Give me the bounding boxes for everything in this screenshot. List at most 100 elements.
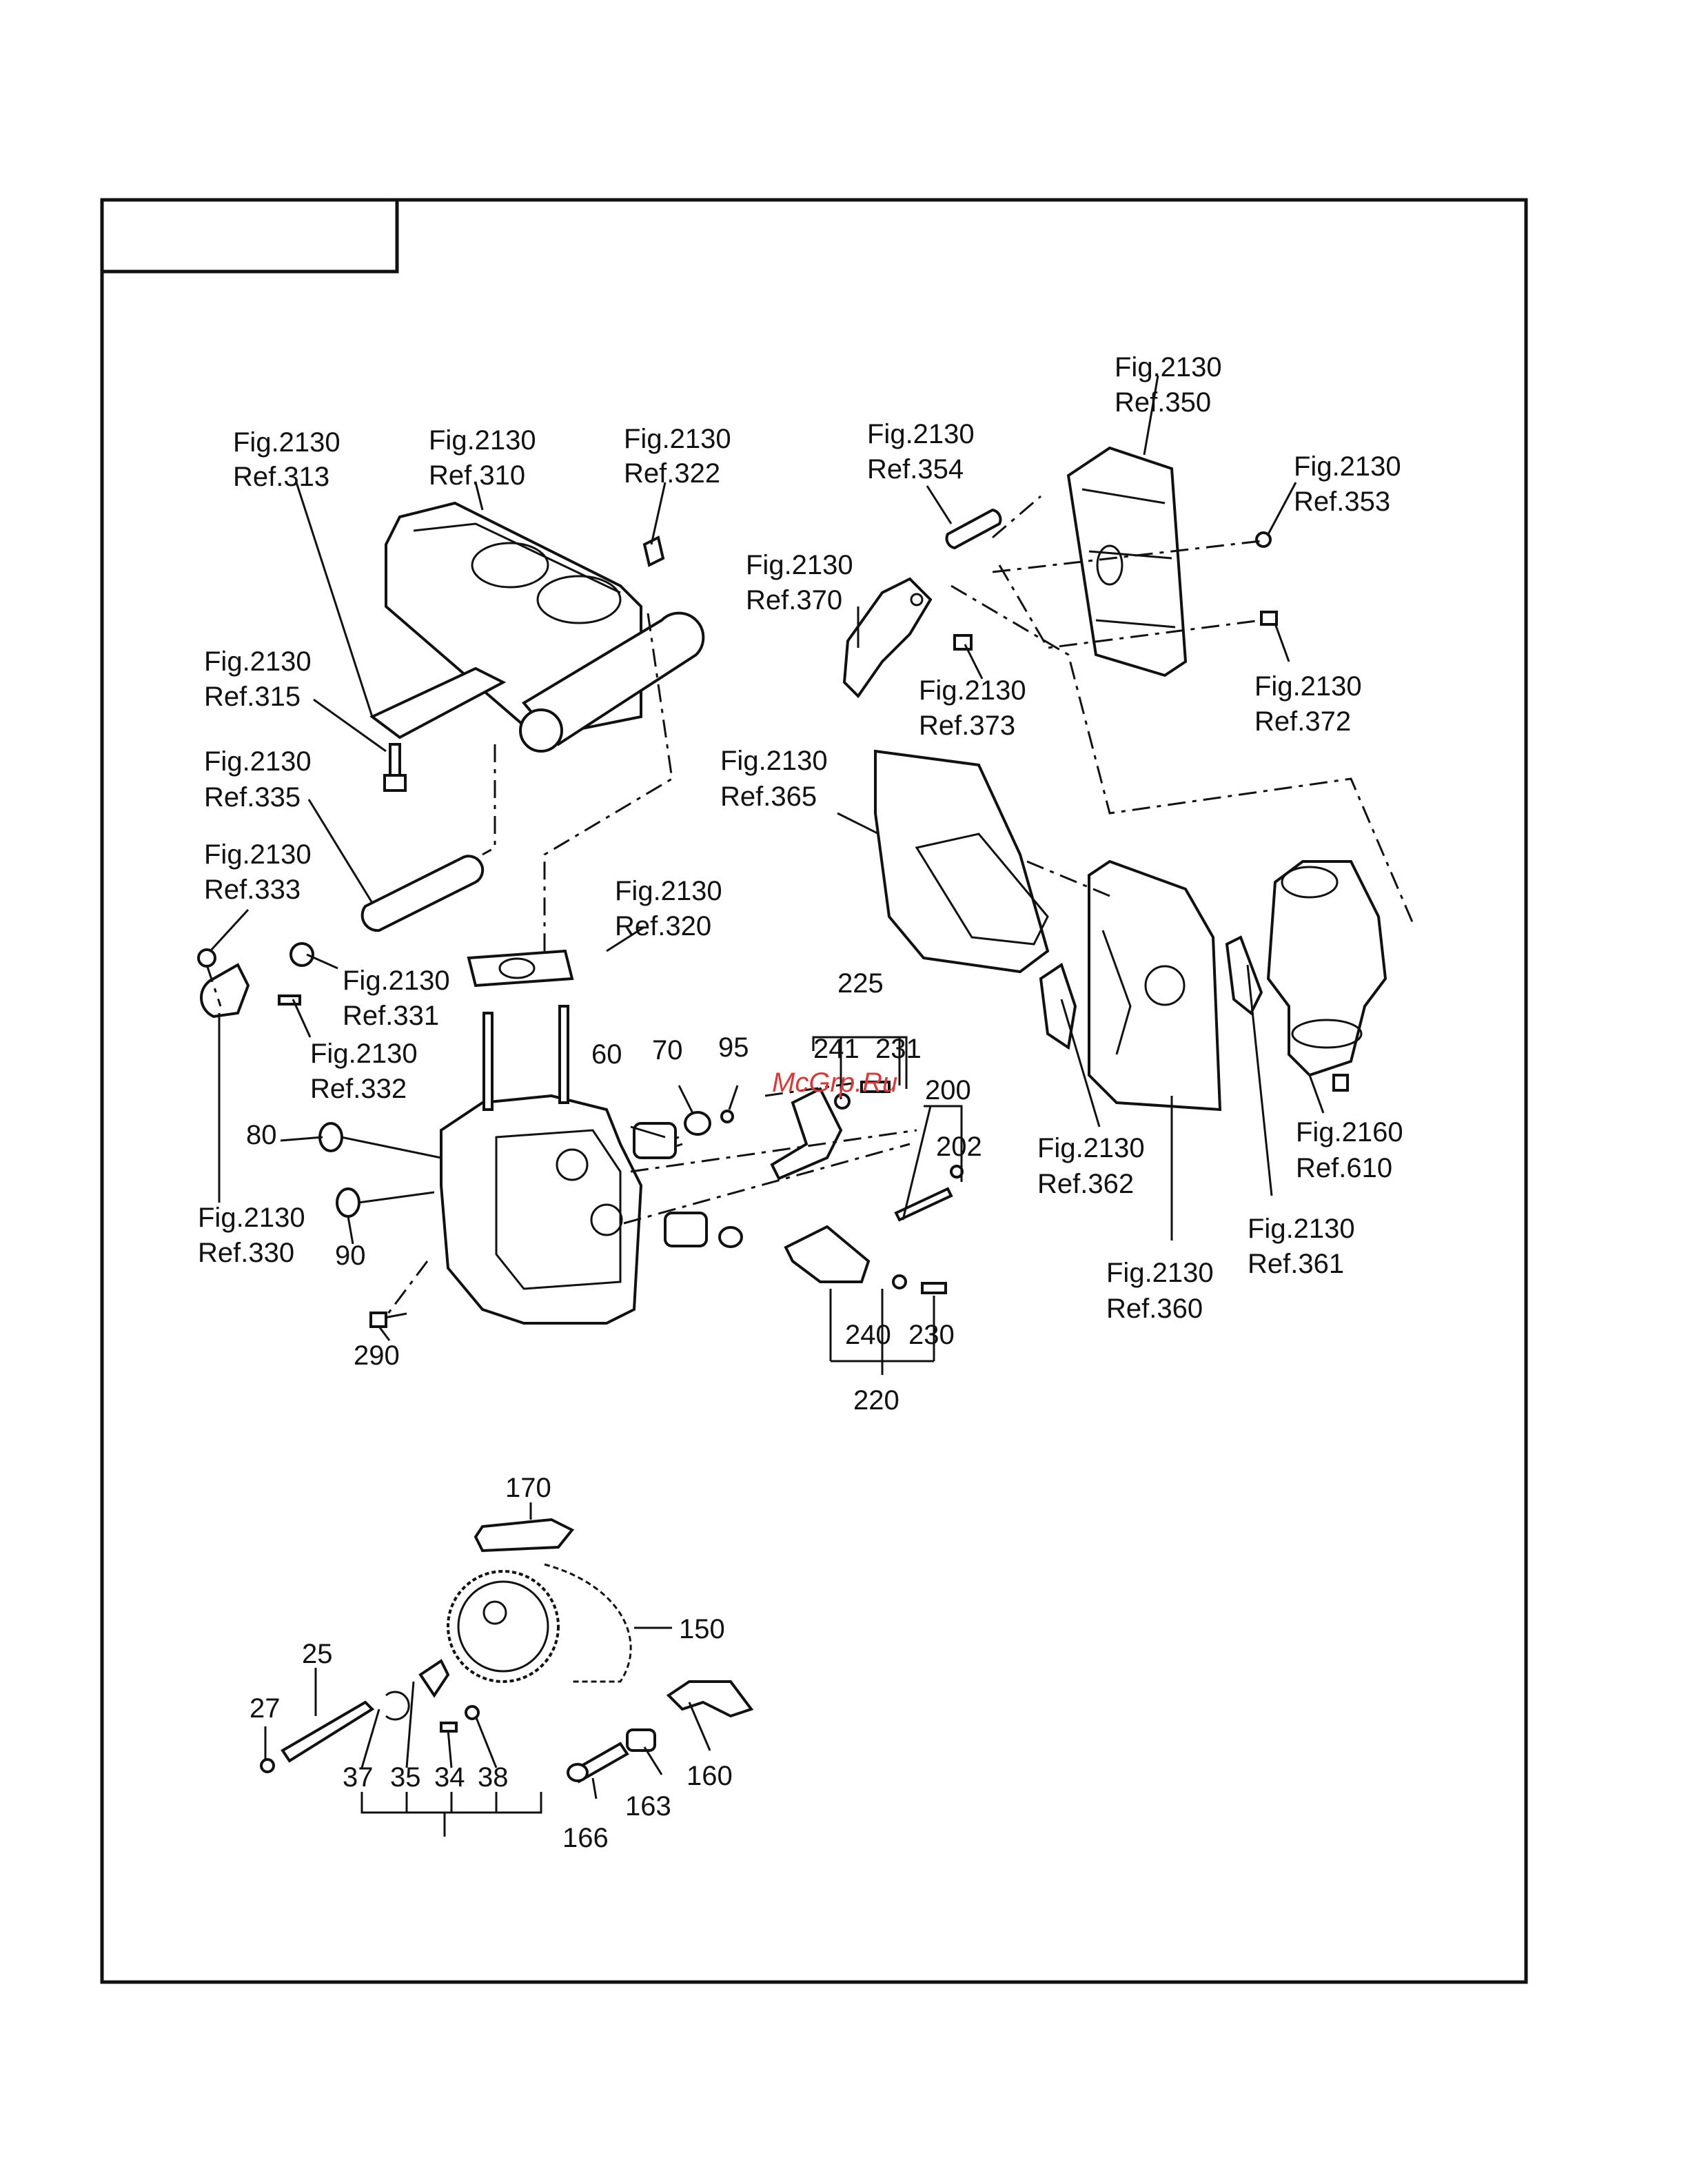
- label-fig-330: Fig.2130: [198, 1203, 305, 1233]
- label-ref-353: Ref.353: [1294, 487, 1390, 517]
- part-160: 160: [687, 1761, 733, 1791]
- part-166: 166: [562, 1823, 609, 1853]
- label-ref-350: Ref.350: [1115, 387, 1211, 418]
- part-241: 241: [813, 1034, 860, 1064]
- part-25: 25: [302, 1639, 333, 1669]
- label-ref-320: Ref.320: [615, 911, 711, 941]
- gear-assembly: [260, 1518, 754, 1784]
- part-95: 95: [718, 1032, 749, 1063]
- part-290: 290: [354, 1340, 400, 1371]
- label-fig-362: Fig.2130: [1037, 1133, 1145, 1163]
- part-80: 80: [246, 1120, 277, 1150]
- part-170: 170: [505, 1473, 551, 1503]
- part-200: 200: [925, 1075, 971, 1105]
- label-ref-370: Ref.370: [746, 585, 842, 615]
- label-ref-610: Ref.610: [1296, 1153, 1392, 1183]
- gear-leader-lines: [264, 1502, 711, 1837]
- part-34: 34: [434, 1762, 465, 1793]
- guide-line-cover-upper: [992, 495, 1262, 649]
- diagram-border: [100, 198, 1528, 1984]
- watermark: McGrp.Ru: [772, 1068, 897, 1098]
- label-fig-372: Fig.2130: [1254, 671, 1362, 702]
- push-rod-200: [894, 1165, 964, 1222]
- leader-lines: [209, 375, 1325, 1375]
- label-ref-331: Ref.331: [343, 1001, 439, 1031]
- label-ref-360: Ref.360: [1106, 1294, 1203, 1324]
- label-fig-360: Fig.2130: [1106, 1258, 1214, 1288]
- gasket-361: [1225, 935, 1263, 1016]
- part-225: 225: [837, 968, 884, 999]
- part-220: 220: [853, 1385, 899, 1416]
- label-ref-315: Ref.315: [204, 682, 301, 712]
- bolt-373: [953, 634, 973, 651]
- muffler-bolt-315: [383, 743, 407, 792]
- label-fig-335: Fig.2130: [204, 746, 312, 777]
- part-231: 231: [875, 1034, 922, 1064]
- guide-line-element: [1026, 860, 1110, 897]
- label-ref-373: Ref.373: [919, 711, 1015, 741]
- label-ref-361: Ref.361: [1248, 1249, 1344, 1279]
- air-cleaner-case-360: [1088, 859, 1222, 1112]
- label-fig-361: Fig.2130: [1248, 1214, 1355, 1244]
- label-ref-354: Ref.354: [867, 454, 964, 484]
- element-365: [874, 749, 1050, 974]
- fig-ref-labels: Fig.2130 Ref.313 Fig.2130 Ref.310 Fig.21…: [198, 352, 1403, 1324]
- guide-line-valves: [205, 964, 429, 1317]
- bolt-290: [369, 1312, 407, 1328]
- guide-line-head-lower: [623, 1081, 911, 1225]
- exhaust-pipe-335: [360, 855, 485, 932]
- guide-line-head: [630, 1129, 917, 1173]
- label-fig-322: Fig.2130: [624, 424, 731, 454]
- guide-line-muffler: [482, 744, 496, 856]
- part-60: 60: [591, 1039, 622, 1070]
- part-37: 37: [343, 1762, 374, 1793]
- part-230: 230: [908, 1320, 955, 1350]
- label-fig-353: Fig.2130: [1294, 451, 1401, 482]
- rocker-arm-220: [784, 1225, 947, 1294]
- title-tab: [100, 198, 399, 274]
- label-fig-320: Fig.2130: [615, 876, 722, 906]
- label-ref-362: Ref.362: [1037, 1169, 1134, 1199]
- part-70: 70: [652, 1035, 683, 1065]
- gasket-362: [1039, 962, 1077, 1050]
- part-163: 163: [625, 1791, 671, 1821]
- label-ref-322: Ref.322: [624, 458, 720, 489]
- nut-353: [1255, 531, 1272, 548]
- valve-80: [318, 1122, 442, 1159]
- air-cleaner-cover-350: [1066, 446, 1188, 677]
- label-fig-310: Fig.2130: [429, 425, 536, 456]
- label-fig-313: Fig.2130: [233, 427, 340, 458]
- label-ref-332: Ref.332: [310, 1074, 407, 1104]
- label-fig-333: Fig.2130: [204, 839, 312, 870]
- part-90: 90: [335, 1241, 366, 1271]
- label-fig-610: Fig.2160: [1296, 1117, 1403, 1147]
- part-35: 35: [390, 1762, 421, 1793]
- valve-90: [336, 1187, 435, 1218]
- label-ref-372: Ref.372: [1254, 706, 1351, 737]
- label-fig-332: Fig.2130: [310, 1039, 418, 1069]
- label-fig-354: Fig.2130: [867, 419, 975, 449]
- part-150: 150: [679, 1614, 725, 1644]
- pin-354: [945, 508, 1002, 550]
- label-fig-331: Fig.2130: [343, 966, 450, 996]
- guide-line-pipe: [543, 613, 673, 951]
- label-ref-310: Ref.310: [429, 460, 525, 491]
- label-fig-350: Fig.2130: [1115, 352, 1222, 382]
- guide-line-cover: [950, 584, 1414, 924]
- bolt-372: [1260, 611, 1278, 626]
- label-ref-333: Ref.333: [204, 875, 301, 905]
- bracket-370: [842, 577, 933, 699]
- carburetor-610: [1266, 860, 1387, 1092]
- label-ref-365: Ref.365: [720, 782, 817, 812]
- label-ref-330: Ref.330: [198, 1238, 294, 1268]
- valve-springs-60-70-95: [633, 1110, 743, 1248]
- muffler-assembly: [369, 501, 705, 753]
- part-202: 202: [936, 1132, 982, 1162]
- part-27: 27: [250, 1693, 281, 1724]
- label-fig-315: Fig.2130: [204, 646, 312, 677]
- part-38: 38: [478, 1762, 509, 1793]
- part-240: 240: [845, 1320, 891, 1350]
- label-fig-373: Fig.2130: [919, 675, 1026, 706]
- label-ref-313: Ref.313: [233, 462, 329, 492]
